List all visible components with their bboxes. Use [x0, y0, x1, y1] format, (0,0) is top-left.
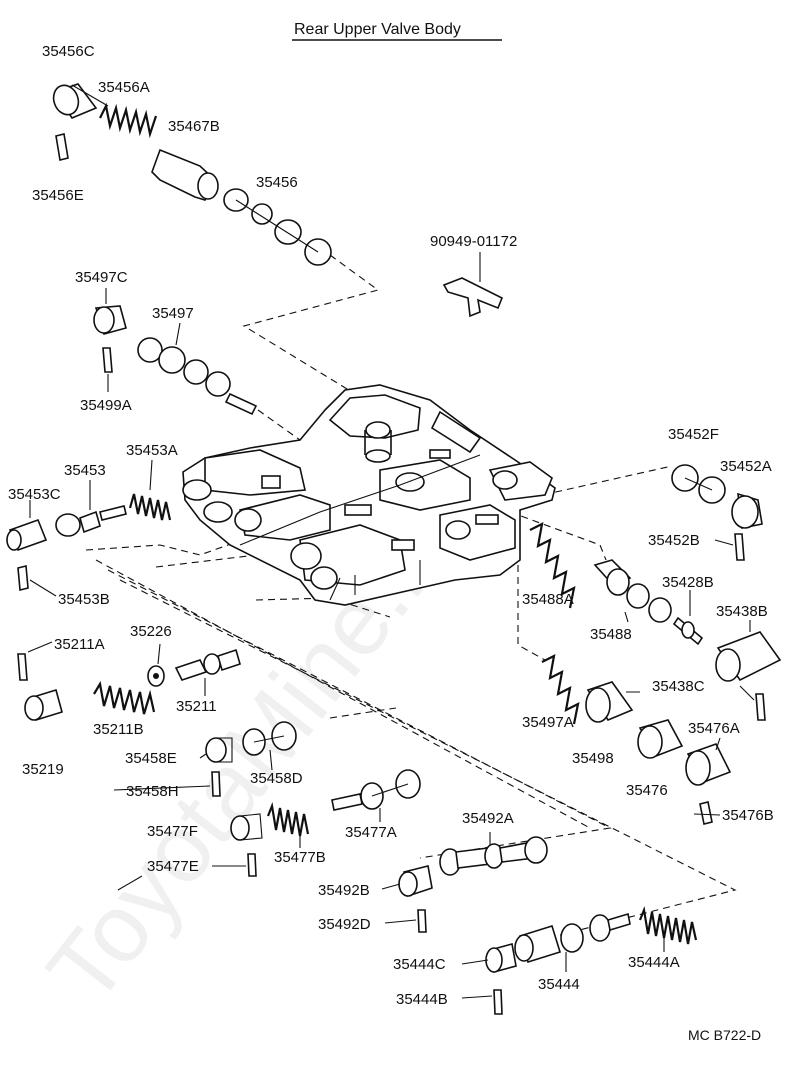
- part-35438C: [755, 693, 766, 721]
- label-35456: 35456: [256, 174, 298, 191]
- label-35219: 35219: [22, 761, 64, 778]
- label-35452F: 35452F: [668, 426, 719, 443]
- part-35453: [55, 505, 127, 537]
- part-35476B: [699, 801, 713, 825]
- label-35497A: 35497A: [522, 714, 574, 731]
- label-35458D: 35458D: [250, 770, 303, 787]
- part-35444: [514, 912, 631, 964]
- part-35467B: [151, 148, 219, 201]
- part-35476: [637, 719, 684, 759]
- label-35453B: 35453B: [58, 591, 110, 608]
- bracket-90949-01172: [442, 277, 504, 318]
- label-35211B: 35211B: [93, 721, 144, 738]
- part-35453B: [17, 564, 29, 592]
- label-35458H: 35458H: [126, 783, 179, 800]
- part-labels: 35456C 35456A 35467B 35456E 35456 90949-…: [8, 43, 774, 1043]
- spring-35456A: [99, 102, 158, 139]
- part-35492B: [398, 865, 433, 898]
- spring-35488A: [529, 522, 576, 609]
- label-35492A: 35492A: [462, 810, 514, 827]
- part-35492D: [417, 909, 427, 933]
- label-35497C: 35497C: [75, 269, 128, 286]
- part-35497C: [93, 305, 127, 335]
- label-35492D: 35492D: [318, 916, 371, 933]
- label-35456A: 35456A: [98, 79, 150, 96]
- label-35453: 35453: [64, 462, 106, 479]
- spring-35497A: [541, 654, 580, 725]
- part-35456C: [52, 83, 98, 119]
- label-35476: 35476: [626, 782, 668, 799]
- reference-code: MC B722-D: [688, 1027, 761, 1043]
- label-35444A: 35444A: [628, 954, 680, 971]
- part-35211: [174, 648, 241, 681]
- part-35458D: [242, 721, 297, 756]
- part-35477A: [331, 769, 421, 811]
- part-35452B: [734, 533, 745, 561]
- label-35476B: 35476B: [722, 807, 774, 824]
- part-35453C: [6, 518, 48, 552]
- part-35477E: [247, 853, 257, 877]
- label-35456C: 35456C: [42, 43, 95, 60]
- part-35452F: [671, 464, 726, 504]
- label-90949-01172: 90949-01172: [430, 233, 517, 250]
- label-35444B: 35444B: [396, 991, 448, 1008]
- part-35497: [137, 337, 258, 416]
- part-35458E: [205, 737, 233, 763]
- diagram-title: Rear Upper Valve Body: [294, 21, 461, 38]
- label-35458E: 35458E: [125, 750, 177, 767]
- label-35499A: 35499A: [80, 397, 132, 414]
- part-35498: [585, 681, 634, 723]
- label-35467B: 35467B: [168, 118, 220, 135]
- part-35499A: [102, 347, 113, 373]
- label-35488A: 35488A: [522, 591, 574, 608]
- part-35477F: [230, 813, 263, 841]
- part-35444B: [493, 989, 503, 1015]
- part-35428B: [672, 616, 704, 646]
- label-35444: 35444: [538, 976, 580, 993]
- label-35438B: 35438B: [716, 603, 768, 620]
- label-35476A: 35476A: [688, 720, 740, 737]
- label-35453A: 35453A: [126, 442, 178, 459]
- label-35492B: 35492B: [318, 882, 370, 899]
- label-35477E: 35477E: [147, 858, 199, 875]
- part-35219: [24, 688, 63, 722]
- part-35452A: [731, 492, 763, 529]
- part-35488: [593, 559, 672, 623]
- label-35428B: 35428B: [662, 574, 714, 591]
- spring-35444A: [638, 905, 698, 945]
- label-35497: 35497: [152, 305, 194, 322]
- rear-upper-valve-body: [182, 384, 556, 606]
- spring-35477B: [266, 801, 310, 837]
- label-35452A: 35452A: [720, 458, 772, 475]
- label-35456E: 35456E: [32, 187, 84, 204]
- part-35476A: [685, 743, 732, 786]
- label-35211A: 35211A: [54, 636, 105, 653]
- part-35458H: [211, 771, 221, 797]
- label-35438C: 35438C: [652, 678, 705, 695]
- part-35226: [147, 665, 165, 687]
- label-35226: 35226: [130, 623, 172, 640]
- label-35488: 35488: [590, 626, 632, 643]
- label-35477F: 35477F: [147, 823, 198, 840]
- part-35438B: [715, 631, 782, 682]
- part-35492A: [439, 836, 548, 876]
- spring-35453A: [128, 493, 172, 521]
- label-35211: 35211: [176, 698, 217, 715]
- label-pointers: [113, 691, 721, 999]
- label-35498: 35498: [572, 750, 614, 767]
- part-35456E: [55, 133, 69, 161]
- label-35477B: 35477B: [274, 849, 326, 866]
- label-35444C: 35444C: [393, 956, 446, 973]
- spring-35211B: [93, 680, 156, 715]
- part-35456: [223, 188, 332, 266]
- label-35477A: 35477A: [345, 824, 397, 841]
- part-35211A: [17, 653, 28, 681]
- label-35452B: 35452B: [648, 532, 700, 549]
- part-35444C: [485, 942, 517, 974]
- label-35453C: 35453C: [8, 486, 61, 503]
